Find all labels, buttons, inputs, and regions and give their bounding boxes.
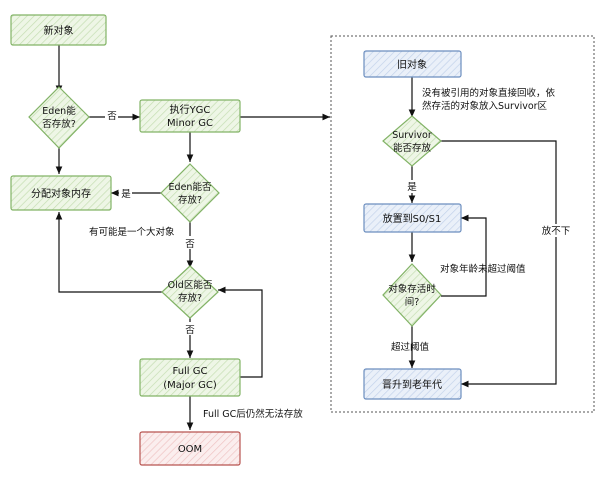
node-allocate: 分配对象内存	[10, 175, 112, 211]
node-move-to-survivor: 放置到S0/S1	[363, 203, 462, 233]
label-no-2: 否	[185, 239, 195, 250]
label-no-1: 否	[107, 111, 117, 122]
label-full-gc-fail: Full GC后仍然无法存放	[203, 408, 303, 420]
svg-text:Minor GC: Minor GC	[167, 118, 213, 129]
svg-text:存放?: 存放?	[178, 194, 202, 206]
svg-text:Old区能否: Old区能否	[168, 279, 213, 291]
node-survivor-check: Survivor 能否存放	[382, 115, 442, 167]
node-old-check: Old区能否 存放?	[161, 265, 219, 319]
label-yes-2: 是	[407, 182, 417, 193]
node-eden-check: Eden能 否存放?	[28, 86, 90, 149]
svg-text:否存放?: 否存放?	[42, 118, 76, 130]
label-exceed: 超过阈值	[391, 341, 430, 353]
svg-text:OOM: OOM	[178, 444, 202, 455]
svg-text:Eden能: Eden能	[42, 105, 76, 117]
edge-labels: 否 是 有可能是一个大对象 否 否 Full GC后仍然无法存放 没有被引用的对…	[89, 87, 576, 420]
node-oom: OOM	[139, 431, 241, 466]
svg-text:能否存放: 能否存放	[393, 142, 432, 154]
svg-text:Survivor: Survivor	[392, 130, 432, 141]
svg-text:Full GC: Full GC	[172, 366, 207, 377]
node-ygc: 执行YGC Minor GC	[139, 99, 241, 133]
survivor-region-frame	[330, 35, 595, 413]
label-yes-1: 是	[121, 189, 131, 200]
edge-fullgc-to-old	[218, 286, 263, 378]
edge-survivor-to-promote	[441, 140, 557, 388]
edge-old-to-allocate	[55, 212, 162, 293]
node-new-object: 新对象	[10, 14, 107, 46]
svg-text:分配对象内存: 分配对象内存	[31, 187, 91, 200]
node-eden-check-2: Eden能否 存放?	[160, 163, 220, 223]
node-full-gc: Full GC (Major GC)	[139, 358, 241, 397]
svg-text:Eden能否: Eden能否	[169, 181, 212, 193]
label-no-3: 否	[185, 325, 195, 336]
svg-text:存放?: 存放?	[178, 292, 202, 304]
svg-text:旧对象: 旧对象	[397, 58, 427, 71]
svg-text:间?: 间?	[405, 296, 420, 308]
edge-age-to-move	[441, 214, 487, 297]
svg-text:新对象: 新对象	[44, 24, 74, 37]
label-note-1: 没有被引用的对象直接回收，依	[422, 87, 556, 99]
svg-text:晋升到老年代: 晋升到老年代	[382, 378, 442, 391]
label-cannot-fit: 放不下	[542, 225, 571, 237]
node-promote: 晋升到老年代	[363, 368, 462, 400]
label-note-2: 然存活的对象放入Survivor区	[422, 100, 548, 112]
label-maybe-big: 有可能是一个大对象	[89, 226, 175, 238]
node-age-check: 对象存活时 间?	[382, 263, 442, 327]
svg-text:对象存活时: 对象存活时	[388, 283, 436, 295]
svg-text:执行YGC: 执行YGC	[170, 103, 211, 116]
svg-text:放置到S0/S1: 放置到S0/S1	[383, 212, 442, 225]
label-age-not-exceed: 对象年龄未超过阈值	[440, 263, 526, 275]
node-old-object: 旧对象	[363, 50, 462, 78]
svg-text:(Major GC): (Major GC)	[163, 380, 217, 391]
